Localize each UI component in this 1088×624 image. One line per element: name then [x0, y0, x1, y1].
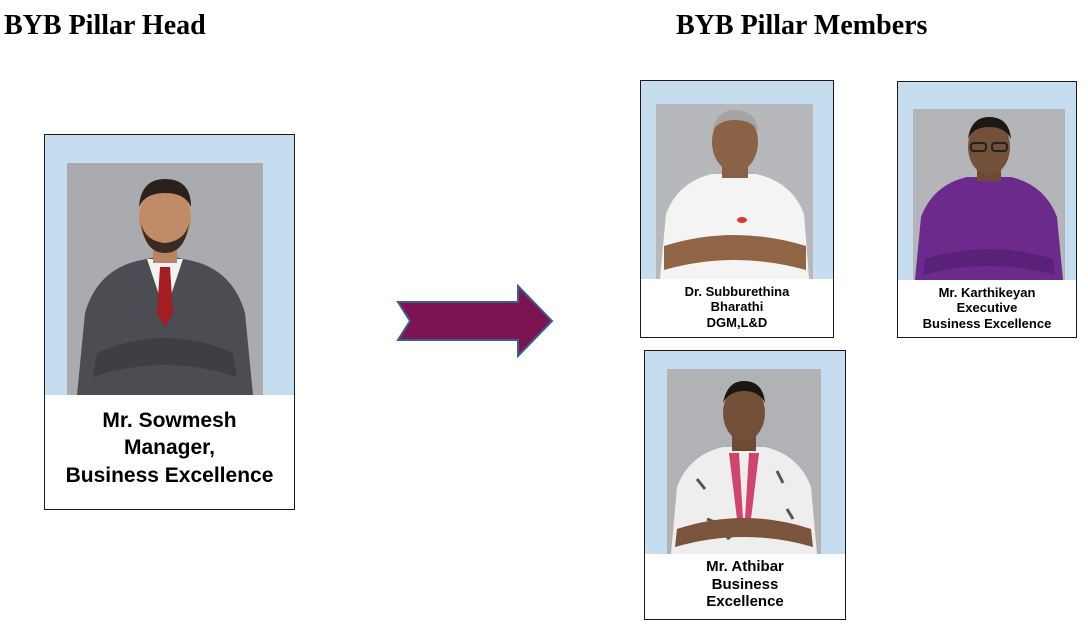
person-photo	[913, 109, 1065, 280]
member-title: DGM,L&D	[706, 314, 768, 330]
pillar-member-card: Dr. Subburethina Bharathi DGM,L&D	[640, 80, 834, 338]
pillar-member-caption: Mr. Athibar Business Excellence	[645, 558, 845, 611]
man-patterned-shirt-image	[667, 369, 821, 554]
head-name: Mr. Sowmesh	[102, 409, 237, 432]
pillar-member-card: Mr. Karthikeyan Executive Business Excel…	[897, 81, 1077, 338]
man-white-polo-image	[656, 104, 813, 279]
pillar-head-caption: Mr. Sowmesh Manager, Business Excellence	[45, 407, 294, 489]
pillar-head-card: Mr. Sowmesh Manager, Business Excellence	[44, 134, 295, 510]
right-arrow-icon	[396, 284, 554, 358]
pillar-member-caption: Mr. Karthikeyan Executive Business Excel…	[898, 285, 1076, 331]
member-name: Mr. Athibar	[706, 558, 784, 575]
member-name: Mr. Karthikeyan	[938, 285, 1036, 300]
member-department: Business	[711, 575, 779, 593]
pillar-member-caption: Dr. Subburethina Bharathi DGM,L&D	[641, 284, 833, 330]
member-department: Business Excellence	[922, 315, 1052, 331]
suited-man-image	[67, 163, 263, 395]
member-name: Dr. Subburethina	[684, 284, 790, 299]
pillar-head-title: BYB Pillar Head	[4, 10, 206, 41]
person-photo	[667, 369, 821, 554]
pillar-member-card: Mr. Athibar Business Excellence	[644, 350, 846, 620]
member-department-cont: Excellence	[706, 593, 784, 611]
person-photo	[67, 163, 263, 395]
member-name-cont: Bharathi	[710, 299, 764, 315]
member-title: Executive	[956, 300, 1018, 316]
person-photo	[656, 104, 813, 279]
head-title: Manager,	[123, 436, 216, 460]
head-department: Business Excellence	[65, 463, 274, 487]
pillar-members-title: BYB Pillar Members	[676, 10, 928, 41]
man-purple-shirt-image	[913, 109, 1065, 280]
